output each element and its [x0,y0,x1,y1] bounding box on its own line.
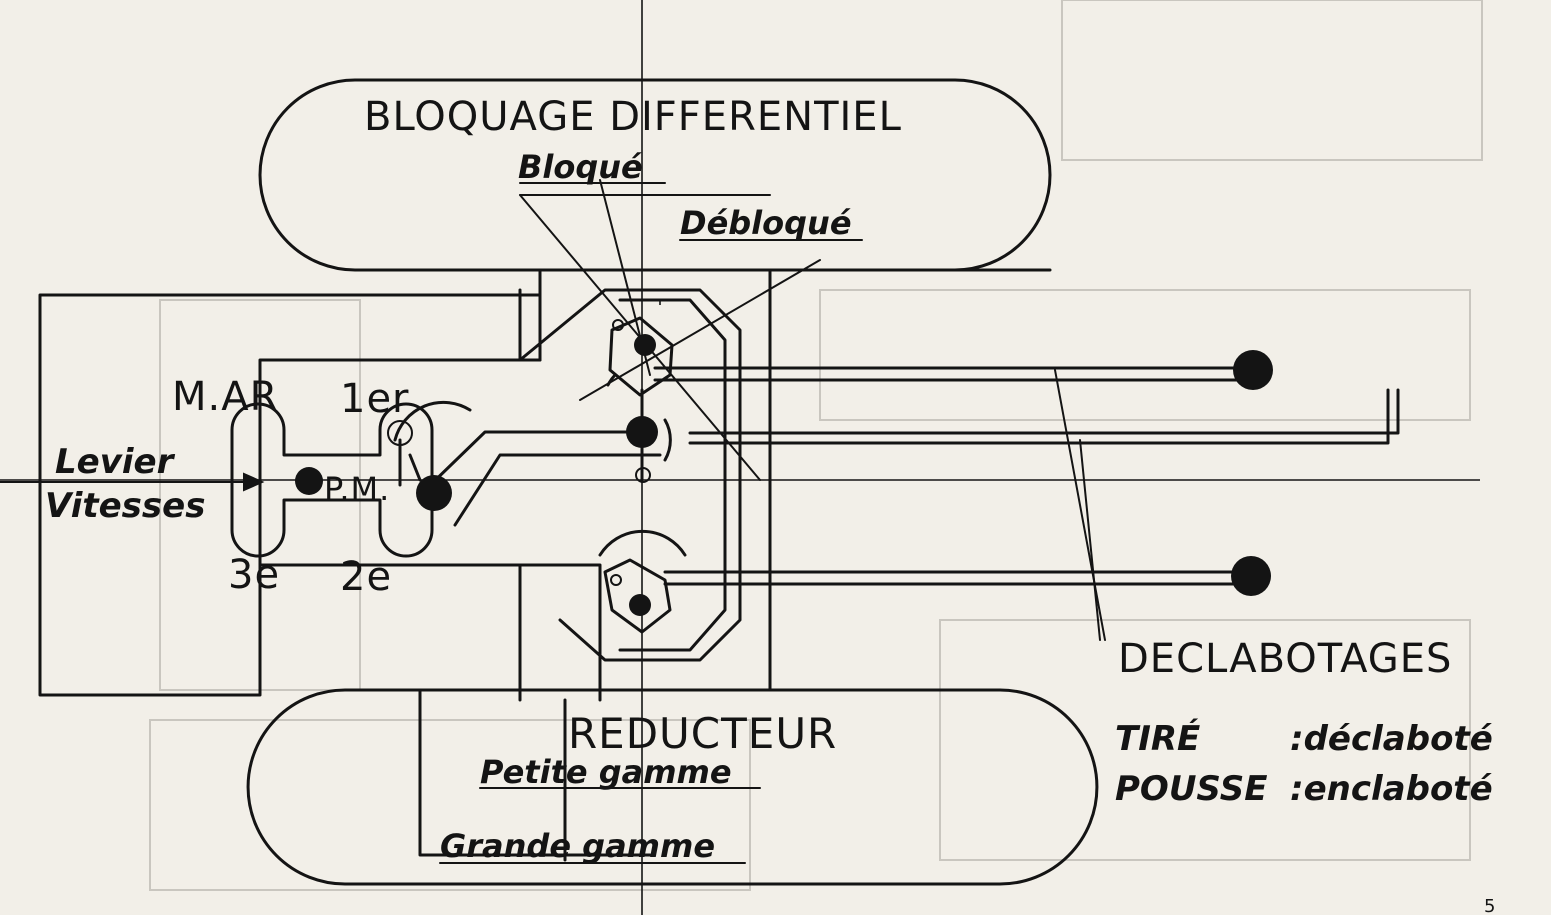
differential-lock-title: BLOQUAGE DIFFERENTIEL [364,94,902,140]
upper-rod-knob [1233,350,1273,390]
unlocked-label: Débloqué [680,204,852,242]
lower-selector-knob [629,594,651,616]
upper-rod [653,366,1257,382]
pulled-value: :déclaboté [1290,719,1493,759]
shift-gate [230,402,434,558]
pulled-key: TIRÉ [1115,718,1200,759]
lower-rod-knob [1231,556,1271,596]
upper-selector-knob [634,334,656,356]
speeds-label: Vitesses [45,486,205,526]
locked-label: Bloqué [518,148,643,186]
middle-knob [626,416,658,448]
shift-lever-arm [418,430,662,527]
first-gear-label: 1er [340,376,410,422]
lever-arrow [0,472,265,492]
high-range-label: Grande gamme [440,827,715,865]
middle-rod [688,388,1400,445]
declutch-title: DECLABOTAGES [1118,636,1452,682]
second-gear-label: 2e [340,554,392,600]
reducer-panel [246,688,1099,886]
knobs [295,334,1273,616]
reverse-label: M.AR [172,374,278,420]
lower-selector [603,558,672,634]
third-gear-label: 3e [228,552,280,598]
upper-selector [608,316,674,397]
pushed-value: :enclaboté [1290,769,1493,809]
reducer-title: REDUCTEUR [568,709,837,758]
low-range-label: Petite gamme [480,753,732,791]
lower-rod [663,570,1257,586]
page-number: 5 [1484,896,1495,915]
central-housing [518,288,742,662]
neutral-label: P.M. [324,470,390,508]
gear-lever-knob [416,475,452,511]
neutral-knob [295,467,323,495]
lever-label: Levier [55,442,176,482]
pushed-key: POUSSE [1115,769,1267,809]
